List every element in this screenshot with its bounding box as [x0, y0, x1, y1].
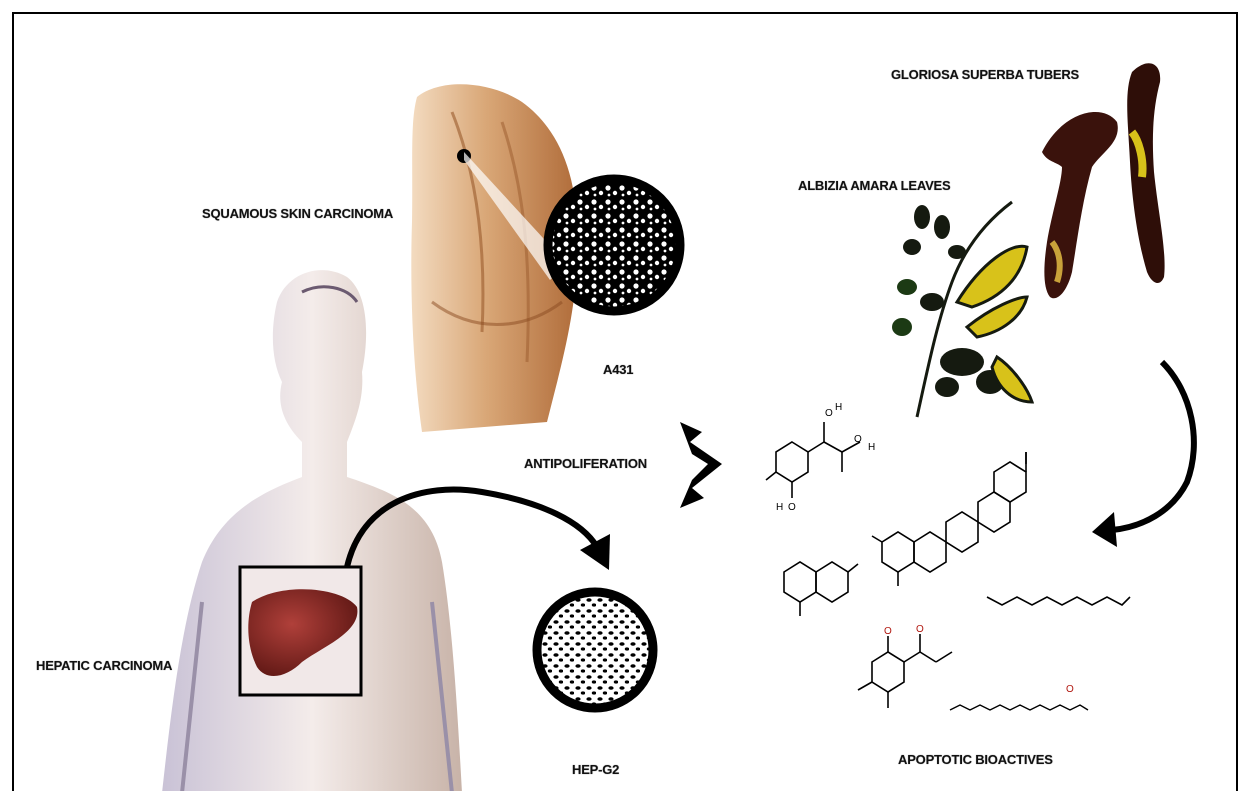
atom-o3: O — [788, 502, 796, 513]
molecule-chain-2 — [950, 705, 1088, 710]
a431-cell-circle — [548, 179, 680, 311]
atom-o6: O — [1066, 684, 1074, 695]
albizia-leaves-illustration — [892, 202, 1032, 417]
atom-o5: O — [916, 624, 924, 635]
label-gloriosa-superba-tubers: GLORIOSA SUPERBA TUBERS — [891, 67, 1079, 82]
figure-frame: O H O H O H O O O SQUAMOUS SKIN CARCI — [12, 12, 1238, 791]
atom-o4: O — [884, 626, 892, 637]
label-antiproliferation: ANTIPOLIFERATION — [524, 456, 647, 471]
label-apoptotic-bioactives: APOPTOTIC BIOACTIVES — [898, 752, 1053, 767]
hepg2-cell-circle — [537, 592, 653, 708]
molecule-structure-1 — [766, 422, 860, 498]
label-hep-g2: HEP-G2 — [572, 762, 619, 777]
atom-o2: O — [854, 434, 862, 445]
label-albizia-amara-leaves: ALBIZIA AMARA LEAVES — [798, 178, 950, 193]
plant-to-bioactives-arrow — [1112, 362, 1194, 530]
molecule-structure-2 — [872, 452, 1026, 586]
atom-o1: O — [825, 408, 833, 419]
atom-h3: H — [776, 502, 783, 513]
label-hepatic-carcinoma: HEPATIC CARCINOMA — [36, 658, 172, 673]
gloriosa-tubers-illustration — [1042, 63, 1165, 298]
double-arrow-icon — [680, 422, 722, 508]
molecule-structure-4 — [858, 634, 952, 708]
label-squamous-skin-carcinoma: SQUAMOUS SKIN CARCINOMA — [202, 206, 393, 221]
molecule-chain-1 — [987, 597, 1130, 605]
label-a431: A431 — [603, 362, 633, 377]
plant-to-bioactives-arrowhead — [1092, 512, 1117, 547]
molecule-structure-3 — [784, 562, 858, 616]
diagram-canvas: O H O H O H O O O — [14, 14, 1238, 791]
atom-h1: H — [835, 402, 842, 413]
atom-h2: H — [868, 442, 875, 453]
